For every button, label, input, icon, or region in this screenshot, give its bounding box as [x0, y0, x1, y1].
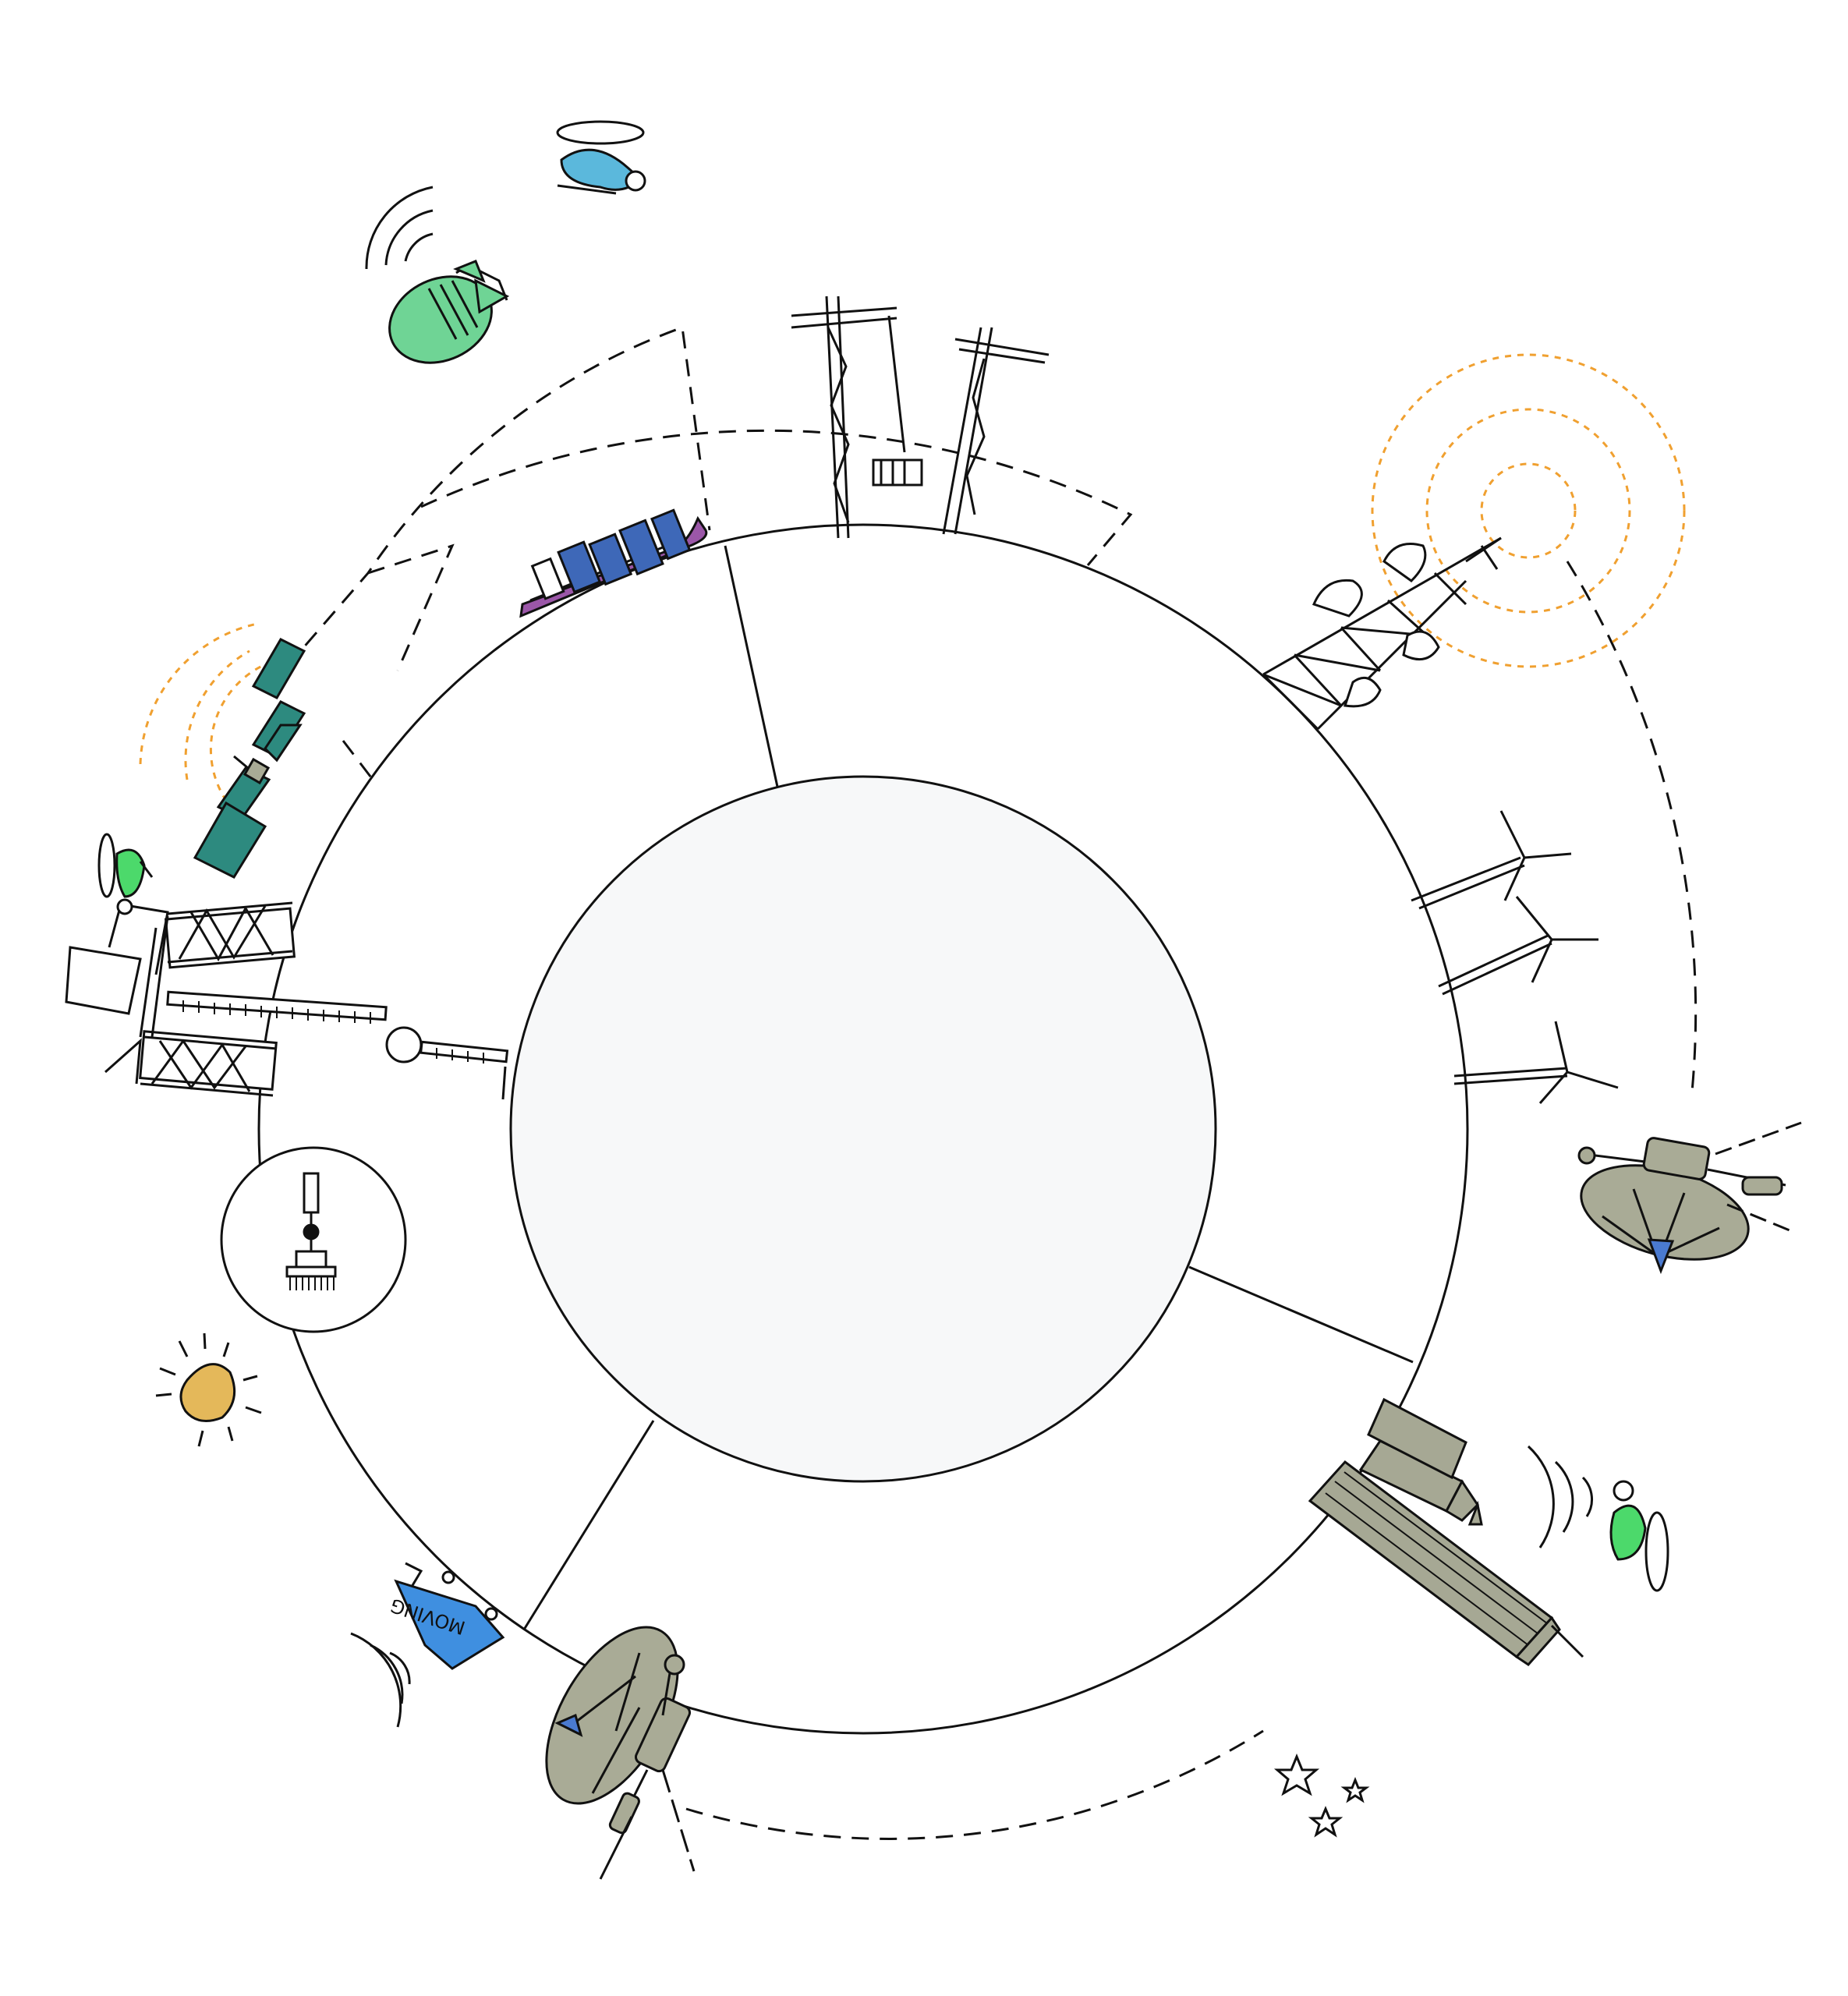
wireless-waves-truck [351, 1633, 409, 1727]
wind-turbine-icon [1439, 897, 1598, 994]
dashed-link-satellite [368, 546, 452, 671]
signal-rings-tower [1372, 355, 1684, 667]
satellite-dish-icon [1571, 1123, 1801, 1276]
crane-icon [791, 296, 922, 538]
wireless-waves-balloon [366, 187, 433, 269]
wind-turbine-icon [1411, 811, 1571, 908]
wind-turbine-icon [1454, 1021, 1618, 1103]
dashed-arc-right [1567, 561, 1696, 1092]
star-icon [1344, 1780, 1366, 1800]
wireless-waves-helicopter [1528, 1446, 1592, 1548]
helicopter-icon [558, 122, 645, 193]
inner-circle [511, 777, 1216, 1481]
helicopter-icon [1611, 1481, 1668, 1591]
sun-icon [156, 1333, 261, 1446]
balloon-icon [375, 260, 507, 379]
crane-icon [943, 327, 1049, 534]
cell-tower-icon [1263, 538, 1501, 729]
star-icon [1277, 1757, 1316, 1793]
dashed-arc-bottom [686, 1731, 1263, 1839]
helicopter-icon [99, 834, 152, 914]
star-icon [1312, 1809, 1340, 1835]
